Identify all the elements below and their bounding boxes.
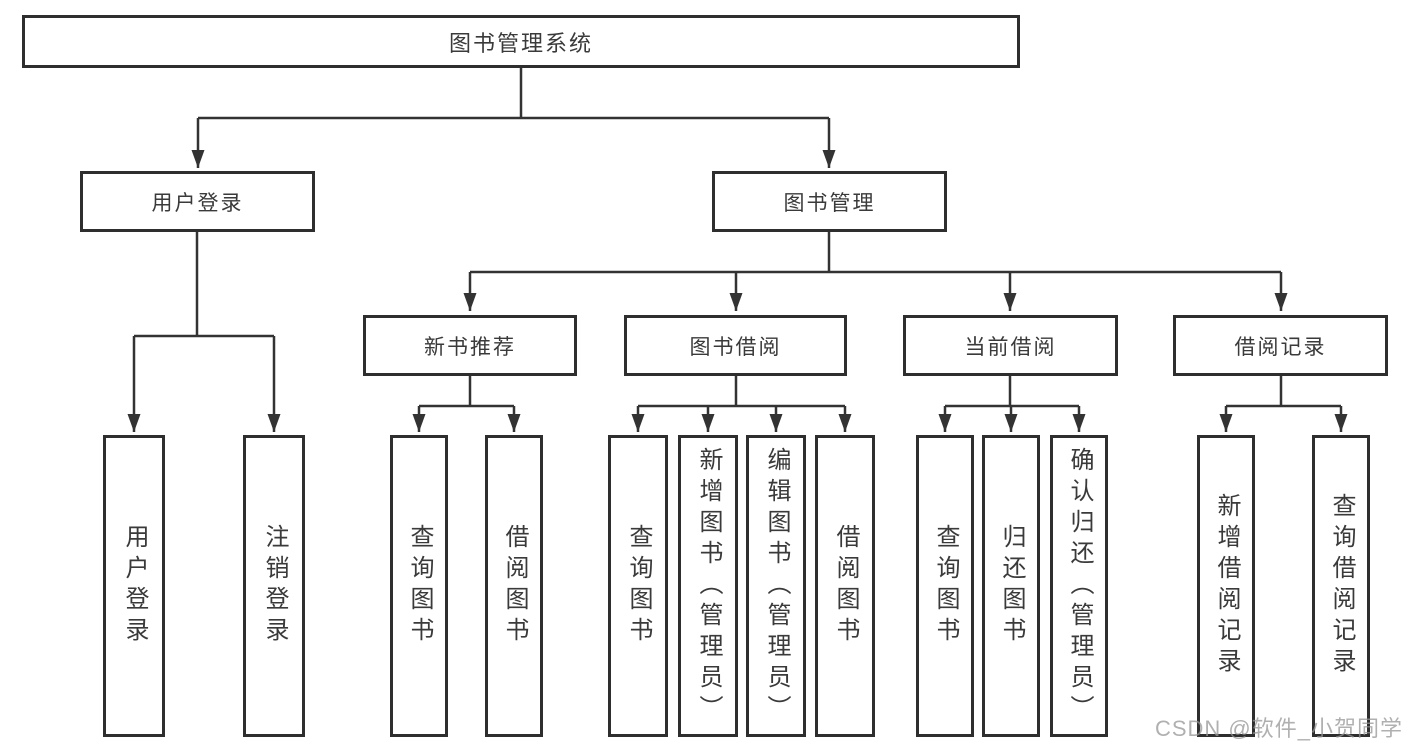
node-label: 归还图书 xyxy=(998,524,1025,648)
node-label: 图书借阅 xyxy=(689,335,782,359)
node-label: 编辑图书（管理员） xyxy=(763,446,790,726)
node-book-borrowing: 图书借阅 xyxy=(624,315,847,376)
node-label: 查询借阅记录 xyxy=(1328,493,1355,679)
node-label: 图书管理系统 xyxy=(448,30,593,56)
node-label: 新增借阅记录 xyxy=(1213,493,1240,679)
node-label: 借阅图书 xyxy=(501,524,528,648)
node-label: 查询图书 xyxy=(932,524,959,648)
leaf-query-books-2: 查询图书 xyxy=(608,435,668,737)
node-label: 借阅记录 xyxy=(1234,335,1327,359)
node-new-book-recommend: 新书推荐 xyxy=(363,315,577,376)
node-library-management-system: 图书管理系统 xyxy=(22,15,1020,68)
node-label: 新增图书（管理员） xyxy=(695,446,722,726)
leaf-query-books-1: 查询图书 xyxy=(390,435,448,737)
leaf-add-book-admin: 新增图书（管理员） xyxy=(678,435,738,737)
leaf-edit-book-admin: 编辑图书（管理员） xyxy=(746,435,806,737)
leaf-return-books: 归还图书 xyxy=(982,435,1040,737)
node-user-login: 用户登录 xyxy=(80,171,315,232)
leaf-user-login: 用户登录 xyxy=(103,435,165,737)
node-book-management: 图书管理 xyxy=(712,171,947,232)
leaf-query-borrow-record: 查询借阅记录 xyxy=(1312,435,1370,737)
node-label: 用户登录 xyxy=(151,191,244,215)
node-label: 确认归还（管理员） xyxy=(1066,446,1093,726)
node-label: 图书管理 xyxy=(783,191,876,215)
node-label: 当前借阅 xyxy=(964,335,1057,359)
leaf-borrow-books-2: 借阅图书 xyxy=(815,435,875,737)
leaf-logout: 注销登录 xyxy=(243,435,305,737)
csdn-watermark: CSDN @软件_小贺同学 xyxy=(1154,716,1403,741)
leaf-add-borrow-record: 新增借阅记录 xyxy=(1197,435,1255,737)
node-label: 用户登录 xyxy=(121,524,148,648)
leaf-borrow-books-1: 借阅图书 xyxy=(485,435,543,737)
node-borrowing-records: 借阅记录 xyxy=(1173,315,1388,376)
leaf-confirm-return-admin: 确认归还（管理员） xyxy=(1050,435,1108,737)
node-current-borrowing: 当前借阅 xyxy=(903,315,1118,376)
node-label: 查询图书 xyxy=(625,524,652,648)
node-label: 查询图书 xyxy=(406,524,433,648)
node-label: 新书推荐 xyxy=(424,335,516,359)
node-label: 借阅图书 xyxy=(832,524,859,648)
leaf-query-books-3: 查询图书 xyxy=(916,435,974,737)
node-label: 注销登录 xyxy=(261,524,288,648)
